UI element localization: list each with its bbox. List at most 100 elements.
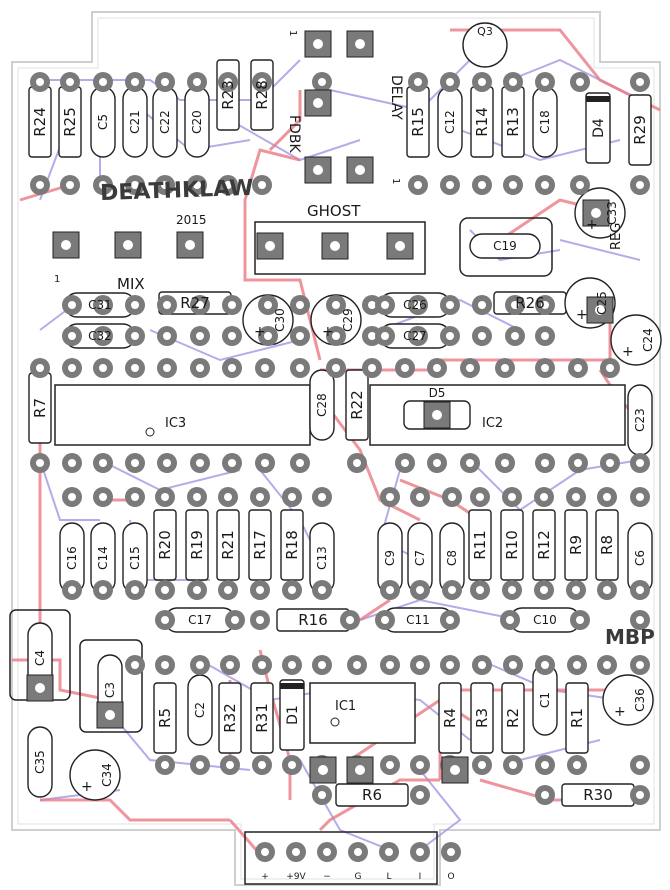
pad-hole [196, 301, 204, 309]
ic-body-1 [54, 384, 311, 446]
pad-hole [131, 181, 139, 189]
pad-hole [161, 181, 169, 189]
pin-one-label-mix: 1 [54, 274, 60, 285]
capacitor-body [469, 233, 541, 259]
pad-hole [446, 78, 454, 86]
pad-hole [416, 586, 424, 594]
ic-notch-3 [330, 717, 340, 727]
pad-hole [509, 661, 517, 669]
pad-hole [574, 364, 582, 372]
capacitor-body [27, 726, 53, 798]
resistor-label: R32 [221, 703, 239, 733]
resistor-label: R12 [535, 530, 553, 560]
capacitor-label: C8 [445, 550, 459, 566]
pad-hole [636, 661, 644, 669]
pad-hole [606, 364, 614, 372]
board-outline [11, 11, 661, 886]
pad-hole [381, 616, 389, 624]
pad-hole [131, 364, 139, 372]
board-year: 2015 [176, 213, 207, 227]
pad-hole [224, 78, 232, 86]
resistor-body [345, 369, 369, 441]
pad-hole [508, 493, 516, 501]
pad-hole [414, 332, 422, 340]
pad-hole [193, 493, 201, 501]
pad-hole [185, 240, 195, 250]
pad-hole [576, 616, 584, 624]
pad-hole [414, 181, 422, 189]
capacitor-label: C24 [641, 328, 655, 352]
part-label: D1 [285, 705, 301, 725]
pad-hole [414, 78, 422, 86]
resistor-body [218, 682, 242, 754]
pad-hole [395, 241, 405, 251]
pad-hole [163, 301, 171, 309]
pad-hole [36, 459, 44, 467]
connector-label: L [386, 872, 391, 882]
resistor-label: R5 [156, 708, 174, 728]
mix-label: MIX [117, 275, 145, 293]
ic-label-3: IC1 [335, 699, 356, 714]
pad-hole [258, 181, 266, 189]
pad-hole [256, 493, 264, 501]
pad-hole [193, 78, 201, 86]
pad-hole [414, 301, 422, 309]
pad-hole [228, 364, 236, 372]
pad-hole [256, 586, 264, 594]
pad-hole [595, 305, 605, 315]
square-pad [52, 231, 80, 259]
ic-notch-1 [145, 427, 155, 437]
part-label: D5 [429, 386, 446, 400]
pad-hole [99, 459, 107, 467]
pad-hole [541, 364, 549, 372]
pad-hole [355, 39, 365, 49]
polarity-mark: + [614, 704, 626, 720]
pad-hole [224, 493, 232, 501]
pad-hole [61, 240, 71, 250]
pad-hole [313, 39, 323, 49]
pad-hole [292, 848, 300, 856]
part-label: D4 [591, 118, 607, 138]
pad-hole [99, 493, 107, 501]
pad-hole [224, 586, 232, 594]
pad-hole [36, 181, 44, 189]
pad-hole [446, 301, 454, 309]
capacitor-label: C27 [403, 329, 427, 343]
capacitor-label: C5 [96, 114, 110, 130]
resistor-label: R17 [251, 530, 269, 560]
resistor-label: R2 [504, 708, 522, 728]
capacitor-label: C36 [633, 688, 647, 712]
resistor-label: R7 [31, 398, 49, 418]
diode-body [585, 92, 611, 164]
pad-hole [131, 332, 139, 340]
pad-hole [448, 586, 456, 594]
pad-hole [355, 165, 365, 175]
pad-hole [385, 848, 393, 856]
pad-hole [478, 761, 486, 769]
pad-hole [161, 616, 169, 624]
resistor-label: R27 [180, 294, 210, 312]
capacitor-label: C13 [315, 546, 329, 570]
pad-hole [231, 616, 239, 624]
pad-hole [66, 181, 74, 189]
pad-hole [68, 586, 76, 594]
polarity-mark: + [586, 217, 598, 233]
resistor-label: R25 [61, 107, 79, 137]
pad-hole [573, 761, 581, 769]
pad-hole [636, 181, 644, 189]
pad-hole [636, 78, 644, 86]
pad-hole [416, 791, 424, 799]
resistor-body [628, 94, 652, 166]
connector-label: + [261, 872, 269, 882]
pad-hole [36, 78, 44, 86]
pad-hole [466, 364, 474, 372]
capacitor-label: C16 [65, 546, 79, 570]
capacitor-label: C17 [188, 613, 212, 627]
capacitor-label: C12 [443, 110, 457, 134]
pad-hole [603, 493, 611, 501]
resistor-label: R10 [503, 530, 521, 560]
pad-hole [66, 78, 74, 86]
pad-hole [296, 301, 304, 309]
pad-hole [288, 761, 296, 769]
pad-hole [288, 586, 296, 594]
